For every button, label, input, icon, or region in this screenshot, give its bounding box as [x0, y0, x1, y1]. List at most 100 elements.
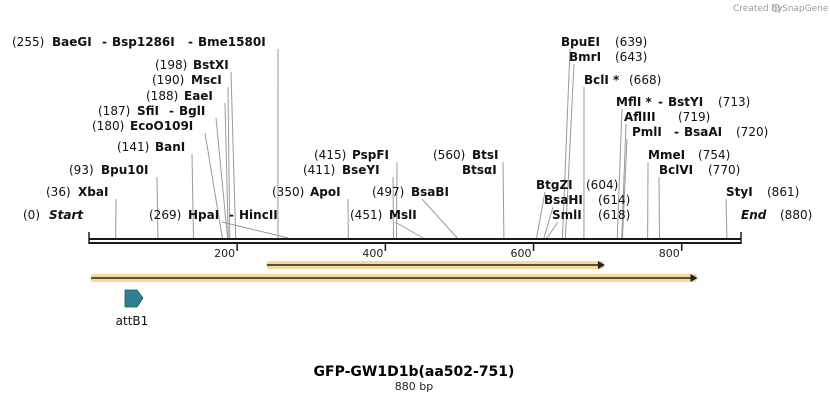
site-label-xbai[interactable]: (36) XbaI [46, 185, 108, 199]
backbone [88, 232, 742, 244]
site-separator: - [188, 35, 193, 49]
site-label-bstxi[interactable]: (198) BstXI [155, 58, 229, 72]
site-label-ecoo109i[interactable]: (180) EcoO109I [92, 119, 193, 133]
cut-line-mfli [616, 108, 623, 239]
site-position: (614) [598, 193, 630, 207]
site-name: PmlI [632, 125, 662, 139]
cut-line-afliii [621, 123, 627, 239]
site-name: MflI * [616, 95, 652, 109]
site-position: (269) [149, 208, 181, 222]
site-label-bseyi[interactable]: (411) BseYI [303, 163, 380, 177]
site-label-pmli[interactable]: PmlI - BsaAI (720) [632, 125, 768, 139]
features [91, 261, 698, 282]
cut-line-ecoo109i [204, 132, 223, 239]
site-label-smli[interactable]: SmlI (618) [552, 208, 630, 222]
site-position: (180) [92, 119, 124, 133]
site-label-sfii[interactable]: (187) SfiI - BglI [98, 104, 205, 118]
attb1-arrow[interactable] [124, 289, 144, 308]
site-position: (754) [698, 148, 730, 162]
site-name: BstXI [193, 58, 229, 72]
site-name: XbaI [78, 185, 108, 199]
site-name: HincII [239, 208, 278, 222]
site-label-bani[interactable]: (141) BanI [117, 140, 185, 154]
ruler-tick-label: 200 [214, 247, 235, 260]
site-position: (497) [372, 185, 404, 199]
site-label-bpuei[interactable]: BpuEI (639) [561, 35, 647, 49]
site-position: (188) [146, 89, 178, 103]
site-position: (255) [12, 35, 44, 49]
backbone-top-strand [89, 238, 741, 240]
end-label-group: End (880) [741, 208, 812, 222]
site-label-afliii[interactable]: AflIII (719) [624, 110, 710, 124]
end-position: (880) [780, 208, 812, 222]
site-label-bsahi[interactable]: BsaHI (614) [544, 193, 630, 207]
site-label-bsabi[interactable]: (497) BsaBI [372, 185, 449, 199]
attb1-label: attB1 [116, 314, 149, 328]
credit-brand: SnapGene [782, 4, 829, 14]
cut-line-bstxi [230, 71, 237, 239]
site-position: (198) [155, 58, 187, 72]
site-name: BtsαI [462, 163, 497, 177]
site-name: ApoI [310, 185, 341, 199]
sequence-title: GFP-GW1D1b(aa502-751) [314, 364, 515, 380]
site-position: (713) [718, 95, 750, 109]
cut-line-bsabi [421, 198, 458, 239]
site-position: (451) [350, 208, 382, 222]
site-name: Bpu10I [101, 163, 148, 177]
site-position: (560) [433, 148, 465, 162]
site-label-btgzi[interactable]: BtgZI (604) [536, 178, 618, 192]
site-position: (93) [69, 163, 94, 177]
site-label-bcli[interactable]: BclI * (668) [584, 73, 661, 87]
site-label-styi[interactable]: StyI (861) [726, 185, 799, 199]
site-position: (415) [314, 148, 346, 162]
site-label-bmri[interactable]: BmrI (643) [569, 50, 647, 64]
site-label-bpu10i[interactable]: (93) Bpu10I [69, 163, 148, 177]
site-separator: - [102, 35, 107, 49]
cut-line-btgzi [536, 191, 546, 239]
site-label-mfli[interactable]: MflI * - BstYI (713) [616, 95, 750, 109]
site-separator: - [674, 125, 679, 139]
site-label-msli[interactable]: (451) MslI [350, 208, 417, 222]
site-label-hpai[interactable]: (269) HpaI - HincII [149, 208, 278, 222]
snapgene-logo-icon [771, 3, 781, 13]
cut-line-msli [394, 221, 424, 239]
site-label-apoi[interactable]: (350) ApoI [272, 185, 341, 199]
site-position: (190) [152, 73, 184, 87]
cut-line-hpai [221, 221, 289, 239]
cut-line-smli [546, 221, 559, 239]
site-name: BsaBI [411, 185, 449, 199]
cut-line-bclvi [658, 176, 660, 239]
site-name: EcoO109I [130, 119, 193, 133]
cut-line-bani [191, 153, 194, 239]
attb1-feature[interactable]: attB1 [116, 289, 149, 328]
cut-line-pspfi [395, 161, 398, 239]
site-label-baegi[interactable]: (255) BaeGI - Bsp1286I - Bme1580I [12, 35, 266, 49]
site-name: BpuEI [561, 35, 600, 49]
site-label-msci[interactable]: (190) MscI [152, 73, 222, 87]
cut-line-pmli [621, 138, 628, 239]
site-name: BsaAI [684, 125, 722, 139]
site-name: HpaI [188, 208, 219, 222]
site-name: AflIII [624, 110, 656, 124]
site-label-pspfi[interactable]: (415) PspFI [314, 148, 389, 162]
site-label-eaei[interactable]: (188) EaeI [146, 89, 213, 103]
site-name: Bsp1286I [112, 35, 175, 49]
site-name: Bme1580I [198, 35, 266, 49]
site-position: (618) [598, 208, 630, 222]
site-label-mmei[interactable]: MmeI (754) [648, 148, 730, 162]
site-position: (770) [708, 163, 740, 177]
site-position: (604) [586, 178, 618, 192]
site-position: (668) [629, 73, 661, 87]
site-name: BclI * [584, 73, 620, 87]
start-label-group: (0) Start [23, 208, 84, 222]
site-name: BclVI [659, 163, 693, 177]
site-label-btsi[interactable]: (560) BtsI BtsαI [433, 148, 499, 177]
end-label: End [741, 208, 767, 222]
cut-line-btsi [502, 161, 505, 239]
ruler-tick-label: 800 [659, 247, 680, 260]
site-label-bclvi[interactable]: BclVI (770) [659, 163, 740, 177]
cut-line-bmri [564, 63, 575, 239]
cut-line-eaei [224, 102, 229, 239]
site-name: BaeGI [52, 35, 92, 49]
